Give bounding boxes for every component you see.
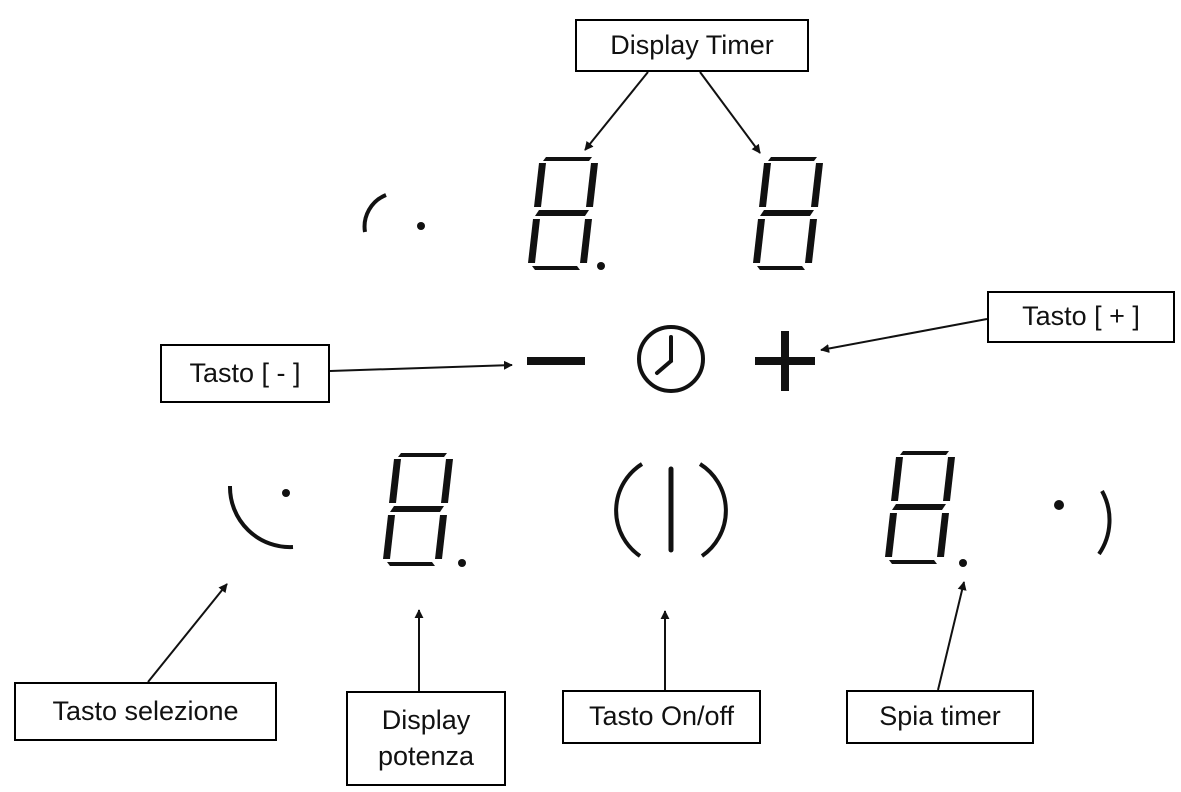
power-level-digit-right <box>885 451 967 567</box>
selection-indicator-arc-left <box>227 485 294 550</box>
callout-arrows <box>147 71 988 691</box>
display-timer-label: Display Timer <box>575 19 809 72</box>
tasto-plus-text: Tasto [ + ] <box>1022 301 1140 332</box>
minus-icon[interactable] <box>527 357 585 365</box>
arrow-display-timer-right <box>699 71 761 154</box>
tasto-selezione-text: Tasto selezione <box>52 695 239 726</box>
display-timer-text: Display Timer <box>610 29 774 60</box>
display-potenza-label: Display potenza <box>346 691 506 786</box>
arrow-spia-timer <box>937 581 967 691</box>
timer-indicator-arc-left <box>362 193 425 233</box>
clock-icon[interactable] <box>637 325 705 393</box>
tasto-minus-label: Tasto [ - ] <box>160 344 330 403</box>
plus-icon[interactable] <box>755 331 815 391</box>
power-icon[interactable] <box>614 462 728 558</box>
tasto-minus-text: Tasto [ - ] <box>189 357 301 388</box>
selection-indicator-arc-right <box>1054 490 1112 556</box>
spia-timer-text: Spia timer <box>879 701 1001 732</box>
tasto-onoff-label: Tasto On/off <box>562 690 761 744</box>
spia-timer-label: Spia timer <box>846 690 1034 744</box>
display-potenza-text: Display potenza <box>377 705 475 771</box>
arrow-display-timer-left <box>584 71 649 151</box>
tasto-selezione-label: Tasto selezione <box>14 682 277 741</box>
tasto-plus-label: Tasto [ + ] <box>987 291 1175 343</box>
arrow-tasto-minus <box>329 360 513 372</box>
power-level-digit-left <box>383 453 466 567</box>
timer-digit-right <box>753 157 823 270</box>
tasto-onoff-text: Tasto On/off <box>588 701 735 732</box>
arrow-tasto-plus <box>820 318 988 353</box>
timer-digit-left <box>528 157 605 270</box>
arrow-tasto-selezione <box>147 583 228 683</box>
